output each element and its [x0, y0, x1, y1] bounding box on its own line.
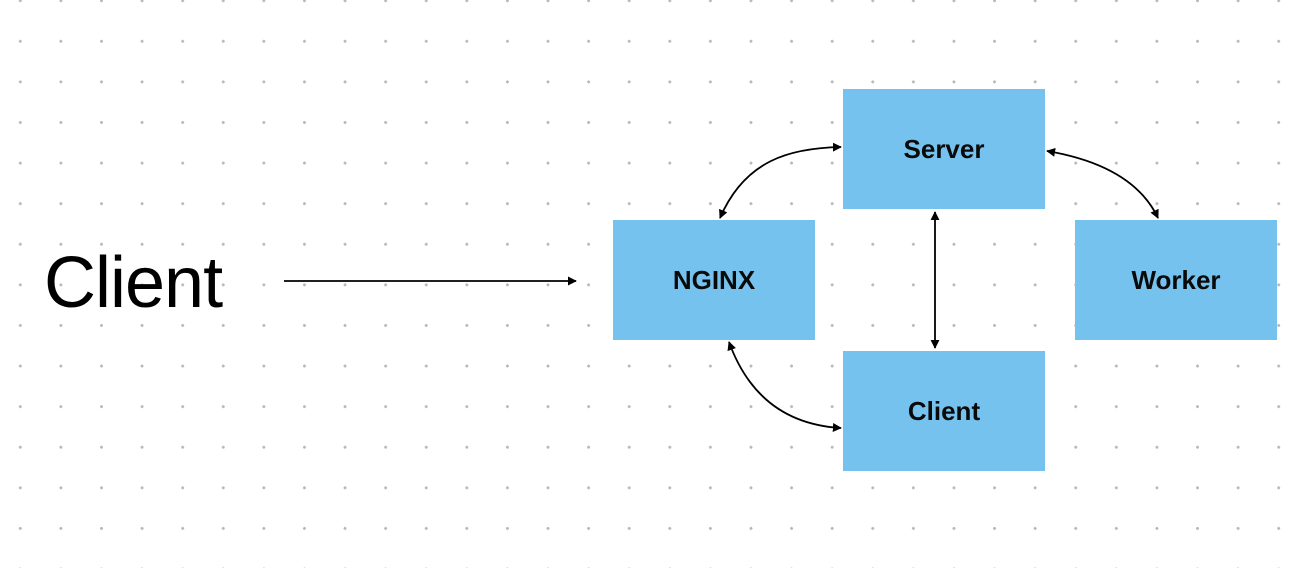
- client-node: Client: [843, 351, 1045, 471]
- external-client-label: Client: [44, 243, 223, 323]
- edge-nginx-server: [719, 142, 842, 219]
- edge-server-worker: [1046, 147, 1159, 219]
- worker-node-label: Worker: [1131, 264, 1221, 295]
- nginx-node: NGINX: [613, 220, 815, 340]
- client-node-label: Client: [907, 395, 981, 426]
- worker-node: Worker: [1075, 220, 1277, 340]
- edge-nginx-client: [727, 341, 842, 433]
- server-node-label: Server: [903, 133, 985, 164]
- nginx-node-label: NGINX: [672, 264, 756, 295]
- server-node: Server: [843, 89, 1045, 209]
